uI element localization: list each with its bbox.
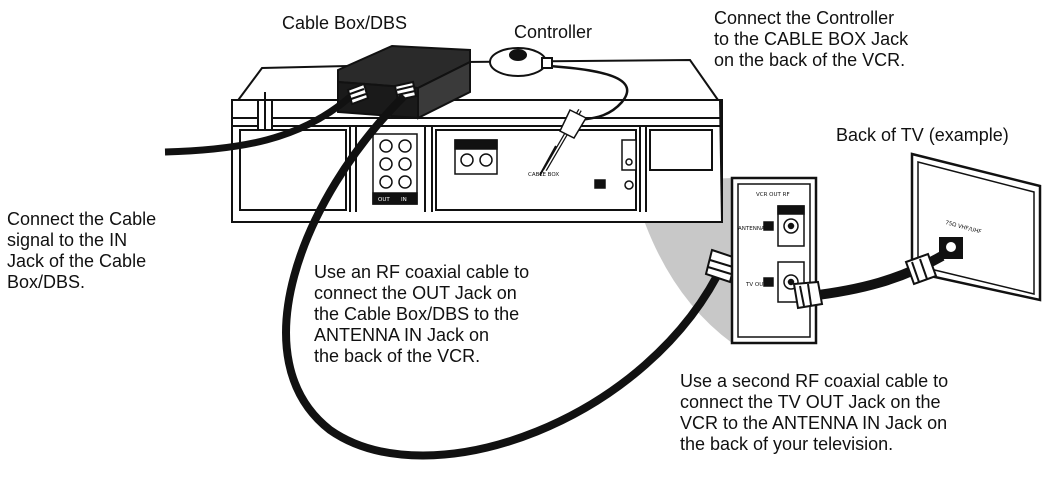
rf-cable-1-connector: [704, 248, 738, 284]
vcr-rf-jacks: [594, 139, 637, 190]
back-of-tv-label: Back of TV (example): [836, 125, 1009, 145]
tv-antenna-jack: [939, 237, 963, 259]
controller-cable: [547, 64, 629, 122]
inset-tv-label: TV OUT: [745, 282, 767, 288]
svideo-jacks: [454, 139, 498, 175]
cable-signal-note-line: Connect the Cable: [7, 209, 157, 229]
rf-cable-note-line: Use an RF coaxial cable to: [314, 262, 530, 282]
rf-cable-2-tv-connector: [904, 252, 938, 286]
cable-signal-note: Connect the Cable signal to the IN Jack …: [7, 209, 156, 293]
rf-cable-note: Use an RF coaxial cable to connect the O…: [314, 262, 529, 367]
cable-box-in-connector: [346, 82, 370, 106]
cable-box-device: [337, 44, 471, 120]
rf-cable-note-line: the back of the VCR.: [314, 346, 481, 366]
controller-note-line: to the CABLE BOX Jack: [714, 29, 909, 49]
rf-cable-note-line: the Cable Box/DBS to the: [314, 304, 520, 324]
inset-antenna-label: ANTENNA IN: [738, 226, 772, 232]
second-rf-note: Use a second RF coaxial cable to connect…: [680, 371, 948, 455]
second-rf-note-line: connect the TV OUT Jack on the: [680, 392, 941, 412]
second-rf-note-line: VCR to the ANTENNA IN Jack on: [680, 413, 948, 433]
rf-cable-1: [282, 93, 728, 460]
vcr-out-label: OUT: [378, 197, 390, 203]
inset-antenna-jack: [763, 205, 805, 247]
controller-label: Controller: [514, 22, 593, 42]
cable-signal-note-line: Jack of the Cable: [7, 251, 147, 271]
tv-back-panel: [910, 152, 1042, 302]
rf-cable-2-vcr-connector: [792, 280, 824, 310]
vcr-cable-box-label: CABLE BOX: [528, 172, 559, 178]
cable-signal-note-line: signal to the IN: [7, 230, 128, 250]
controller-note: Connect the Controller to the CABLE BOX …: [714, 8, 908, 71]
controller-device: [489, 47, 553, 77]
controller-note-line: Connect the Controller: [714, 8, 895, 28]
second-rf-note-line: Use a second RF coaxial cable to: [680, 371, 949, 391]
cable-signal-note-line: Box/DBS.: [7, 272, 86, 292]
vcr-jack-inset: [730, 176, 818, 345]
rf-cable-note-line: ANTENNA IN Jack on: [314, 325, 490, 345]
incoming-cable: [164, 94, 353, 156]
vcr-hook: [257, 92, 273, 131]
rf-cable-note-line: connect the OUT Jack on: [314, 283, 517, 303]
second-rf-note-line: the back of your television.: [680, 434, 894, 454]
inset-top-label: VCR OUT RF: [756, 192, 790, 198]
controller-plug: [539, 108, 588, 176]
vcr-in-label: IN: [401, 197, 407, 203]
cable-box-label: Cable Box/DBS: [282, 13, 408, 33]
controller-note-line: on the back of the VCR.: [714, 50, 906, 70]
av-jacks-block: [372, 133, 418, 205]
